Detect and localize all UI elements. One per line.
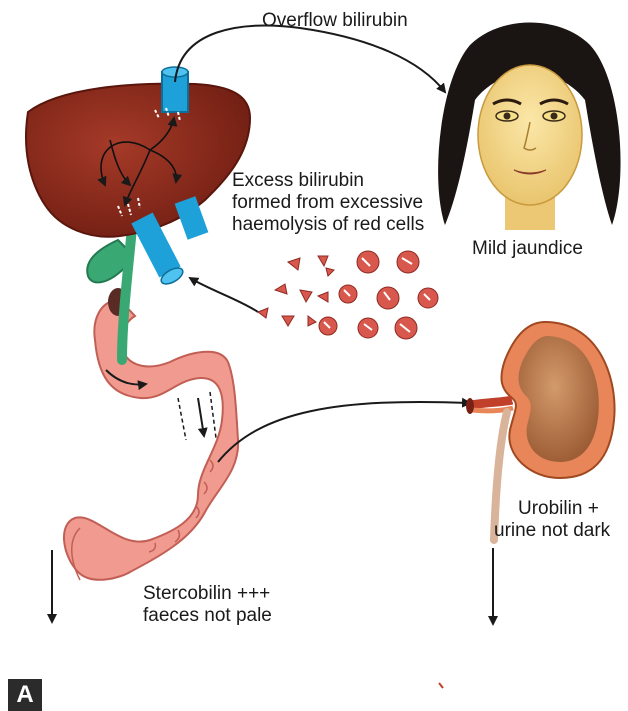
urobilinogen-arrow [218, 402, 470, 462]
face-illustration [438, 23, 620, 231]
red-cell-fragment [318, 292, 328, 302]
pupil-left [504, 113, 511, 120]
red-cell-fragment [258, 308, 268, 318]
intestine-arrow-2 [198, 398, 204, 436]
red-cell-fragment [282, 316, 294, 326]
excess-bilirubin-label-line-3: haemolysis of red cells [232, 214, 424, 236]
red-cell-fragment [308, 316, 316, 326]
overflow-arrow [175, 26, 445, 92]
bowel-dash-right [210, 392, 216, 438]
mild-jaundice-label: Mild jaundice [472, 238, 583, 260]
red-cell [357, 251, 379, 273]
stray-mark [439, 683, 443, 688]
panel-letter-badge: A [8, 679, 42, 711]
red-cell-fragment [275, 284, 287, 294]
stercobilin-label-line-2: faeces not pale [143, 605, 272, 627]
small-intestine [64, 300, 238, 580]
red-cell-fragment [318, 256, 334, 276]
intestine [64, 288, 238, 580]
bowel-dash-left [178, 398, 186, 440]
liver [26, 84, 250, 237]
overflow-bilirubin-label: Overflow bilirubin [262, 10, 408, 32]
stercobilin-label-line-1: Stercobilin +++ [143, 583, 270, 605]
portal-vein-upper [185, 200, 198, 236]
portal-vein-lower [142, 218, 170, 272]
excess-bilirubin-label-line-1: Excess bilirubin [232, 170, 364, 192]
renal-vessel [470, 400, 512, 405]
haemolysis-arrow [190, 278, 258, 312]
excess-bilirubin-label-line-2: formed from excessive [232, 192, 423, 214]
urobilin-label-line-2: urine not dark [494, 520, 610, 542]
urobilin-label-line-1: Urobilin + [518, 498, 599, 520]
red-cell-fragment [288, 258, 300, 270]
face-skin [478, 65, 582, 205]
red-cell-fragment [300, 290, 312, 302]
pupil-right [551, 113, 558, 120]
renal-vessel-end [466, 398, 474, 414]
